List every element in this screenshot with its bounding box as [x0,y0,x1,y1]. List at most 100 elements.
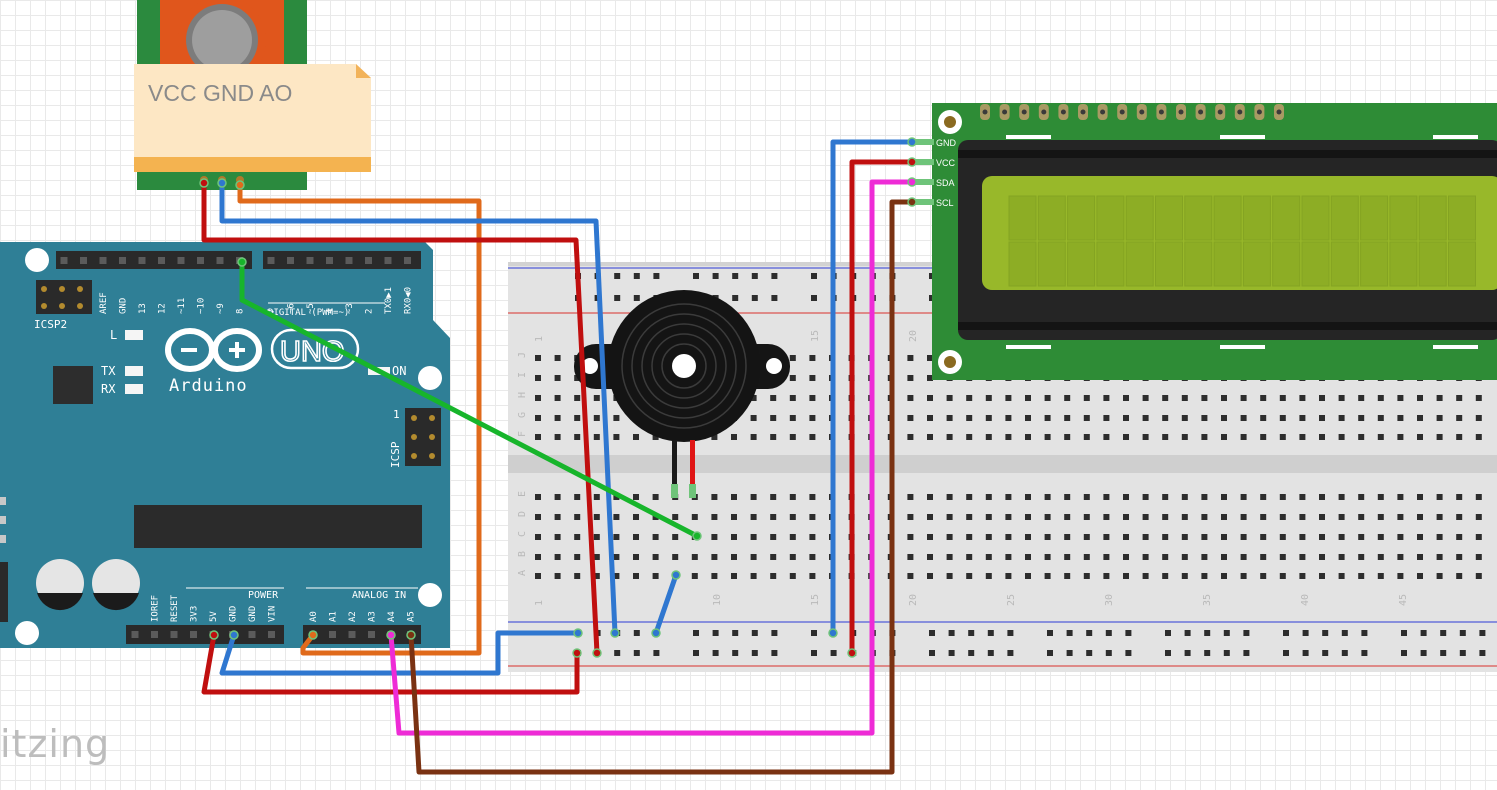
breadboard-hole [946,494,953,500]
breadboard-hole [1397,573,1404,579]
breadboard-hole [1377,395,1384,401]
wire-lcd-scl-to-a5[interactable] [408,199,915,775]
breadboard-hole [1417,494,1423,500]
breadboard-hole [711,494,718,500]
col-number: 30 [1104,594,1115,606]
pin-label: A2 [348,611,358,622]
wire-buzzer-to-gnd-rail[interactable] [653,572,679,636]
breadboard-hole [1221,514,1227,520]
wire-gnd-to-rail[interactable] [219,630,581,676]
breadboard-hole [1260,494,1267,500]
breadboard-hole [1123,415,1129,421]
breadboard-hole [1456,534,1463,540]
breadboard-hole [731,573,737,579]
breadboard-hole [593,415,600,421]
breadboard-hole [1064,573,1071,579]
breadboard-hole [554,573,561,579]
breadboard-hole [535,534,541,540]
lcd-pin-label: SCL [936,198,954,208]
lcd-char-cell [1155,241,1183,287]
rail-hole [732,295,739,301]
breadboard-hole [1162,395,1169,401]
breadboard-hole [593,494,600,500]
wire-pin9-to-buzzer[interactable] [239,259,700,539]
header-pin [384,257,392,264]
breadboard-hole [1044,494,1051,500]
pin-label: A3 [368,611,378,622]
breadboard-hole [1142,494,1149,500]
breadboard-hole [1279,534,1286,540]
breadboard-hole [593,554,600,560]
piezo-buzzer[interactable] [574,290,790,498]
wire-sensor-vcc-to-rail[interactable] [201,180,600,656]
breadboard-hole [1338,494,1345,500]
breadboard-hole [907,375,914,381]
breadboard-hole [1299,554,1306,560]
header-pin [248,631,256,638]
breadboard-hole [1103,554,1110,560]
breadboard-hole [633,494,639,500]
wire-endpoint [592,648,602,658]
breadboard-hole [1123,573,1129,579]
breadboard-hole [1123,494,1129,500]
wire-endpoint [237,257,247,267]
rail-hole [1341,630,1348,636]
breadboard-hole [1083,415,1090,421]
breadboard-hole [672,514,679,520]
col-number: 25 [1006,594,1017,606]
breadboard-hole [907,554,914,560]
breadboard-hole [1103,514,1110,520]
rail-hole [1341,650,1348,656]
breadboard-hole [985,554,992,560]
breadboard-hole [750,554,757,560]
breadboard-hole [1417,415,1423,421]
breadboard-hole [574,534,581,540]
breadboard-hole [1338,514,1345,520]
rail-hole [732,630,739,636]
wires [201,139,915,775]
breadboard-hole [907,355,914,361]
breadboard-hole [985,514,992,520]
note-label[interactable]: VCC GND AO [134,64,371,172]
note-text: VCC GND AO [148,80,292,106]
pin-label: A4 [387,611,397,622]
breadboard-hole [1142,573,1149,579]
breadboard-hole [1181,554,1188,560]
breadboard-hole [613,573,620,579]
breadboard-hole [1044,514,1051,520]
wire-endpoint [610,628,620,638]
digital-header-right [263,251,421,269]
mount-hole [418,583,442,607]
breadboard-hole [1083,434,1090,440]
wire-endpoint [406,630,416,640]
breadboard-hole [1162,415,1169,421]
icsp2-label: ICSP2 [34,318,67,331]
breadboard-hole [554,434,561,440]
wire-lcd-vcc[interactable] [849,159,915,656]
breadboard-hole [613,534,620,540]
wire-lcd-sda-to-a4[interactable] [388,179,915,736]
breadboard-hole [711,514,718,520]
header-pin [348,631,356,638]
breadboard-hole [574,514,581,520]
breadboard-hole [1044,573,1051,579]
breadboard-hole [789,434,796,440]
breadboard-hole [789,573,796,579]
breadboard-hole [1123,395,1129,401]
lcd-char-cell [1008,195,1037,241]
rail-hole [614,295,621,301]
breadboard-hole [1025,573,1031,579]
breadboard-hole [1417,395,1423,401]
wire-sensor-gnd-to-rail[interactable] [219,180,618,636]
wire-5v-to-rail[interactable] [201,632,580,695]
breadboard-hole [946,534,953,540]
pin-label: TX0▶1 [384,287,394,314]
breadboard-hole [770,415,777,421]
wire-sensor-ao-to-a0[interactable] [237,182,482,656]
breadboard-hole [946,415,953,421]
breadboard-hole [1181,494,1188,500]
digital-header-left [56,251,252,269]
wire-lcd-gnd[interactable] [830,139,915,636]
